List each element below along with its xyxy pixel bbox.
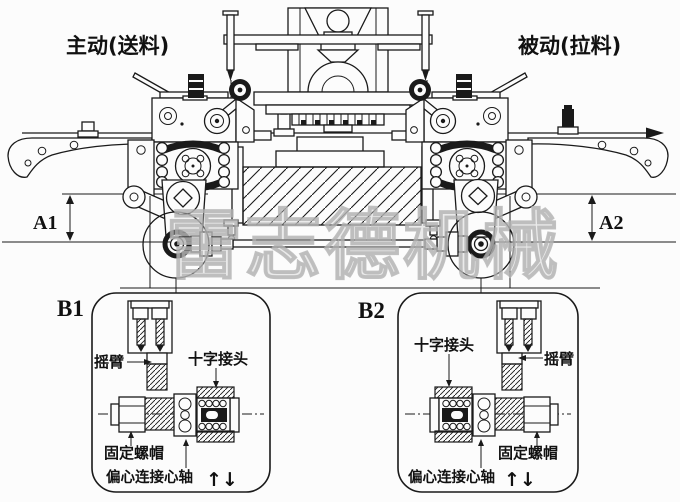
- side-arm-right: [527, 105, 669, 178]
- label-eccentric-spindle-b1: 偏心连接心轴: [106, 468, 193, 486]
- title-passive-pull: 被动(拉料): [518, 34, 621, 58]
- press-unit: [253, 7, 423, 133]
- detail-box-b1: B1 摇臂: [57, 292, 271, 493]
- feed-direction-arrow: [646, 127, 664, 139]
- label-fixing-nut-b2: 固定螺帽: [498, 444, 558, 462]
- dimension-a1: A1: [2, 193, 208, 243]
- detail-callout-right: [447, 211, 515, 293]
- detail-box-b2: B2 十字接: [358, 292, 579, 493]
- connecting-rod-assembly: [162, 229, 496, 259]
- detail-b2-id: B2: [358, 298, 385, 323]
- eccentric-joint-left: [162, 229, 192, 259]
- rocker-linkage-right: [453, 139, 538, 288]
- title-active-feed: 主动(送料): [66, 34, 169, 58]
- adjust-knob-left: [188, 74, 204, 98]
- material-strip-line: [22, 127, 664, 139]
- detail-b1-id: B1: [57, 296, 84, 321]
- label-rocker-arm-b2: 摇臂: [544, 350, 574, 368]
- adjust-knob-right: [456, 74, 472, 98]
- updown-arrows-icon: ↑↓: [504, 469, 536, 491]
- label-rocker-arm-b1: 摇臂: [94, 353, 124, 371]
- label-fixing-nut-b1: 固定螺帽: [104, 444, 164, 462]
- rocker-linkage-left: [122, 139, 207, 238]
- toothed-strip: [298, 114, 377, 125]
- eccentric-joint-right: [466, 229, 496, 259]
- label-cross-joint-b2: 十字接头: [414, 336, 474, 354]
- feeder-unit-left: [132, 72, 255, 192]
- label-cross-joint-b1: 十字接头: [188, 350, 248, 368]
- dimension-a2-label: A2: [599, 212, 623, 234]
- center-guide-block: [223, 80, 441, 243]
- detail-callout-left: [142, 211, 210, 293]
- crossbar-assembly: [222, 10, 434, 81]
- dimension-a1-label: A1: [33, 212, 57, 234]
- label-eccentric-spindle-b2: 偏心连接心轴: [408, 468, 495, 486]
- updown-arrows-icon: ↑↓: [206, 469, 238, 491]
- side-arm-left: [7, 121, 153, 178]
